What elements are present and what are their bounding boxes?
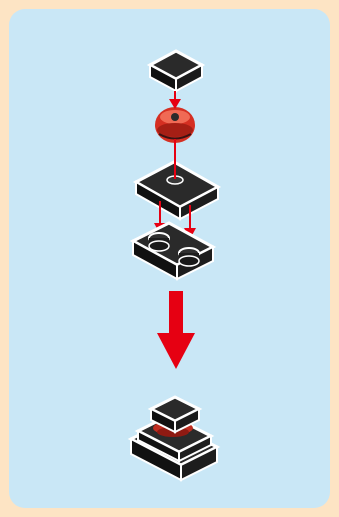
instruction-panel	[9, 9, 330, 508]
black-plate-icon	[136, 162, 218, 219]
instruction-diagram	[9, 9, 330, 508]
red-round-connector-icon	[155, 107, 195, 143]
black-square-tile-icon	[150, 51, 202, 91]
black-plate-with-studs-icon	[133, 223, 213, 279]
assembled-model-icon	[131, 397, 217, 480]
down-arrow-icon	[157, 291, 195, 369]
